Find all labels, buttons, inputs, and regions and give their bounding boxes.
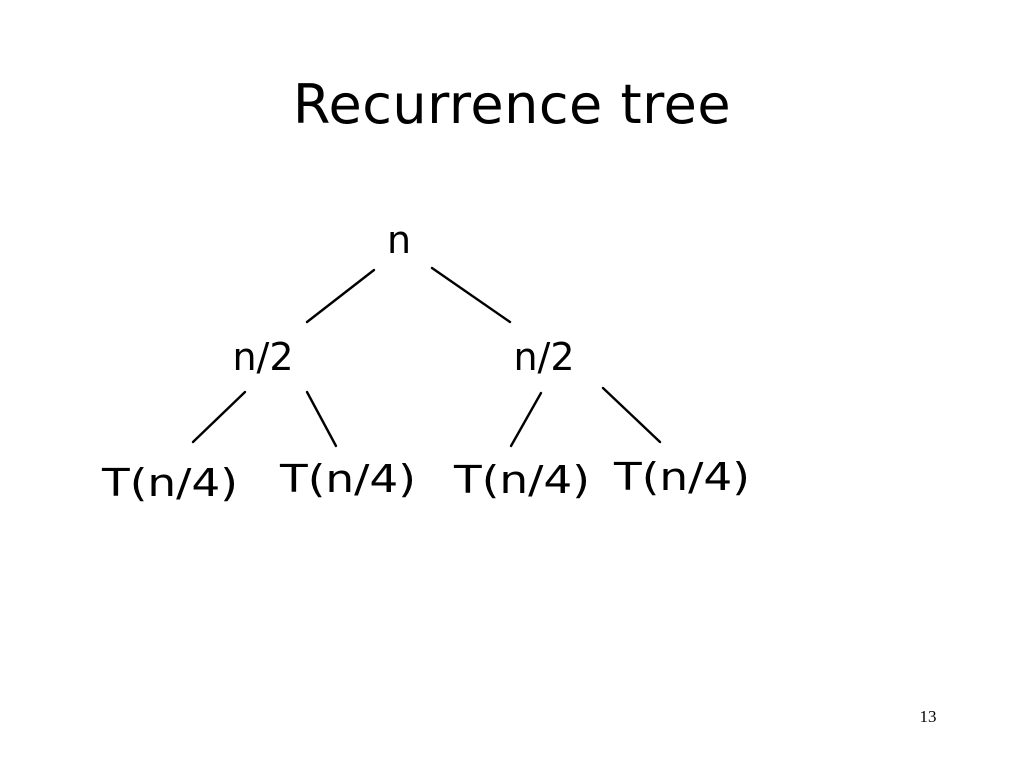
tree-leaf-3: T(n/4) [453, 458, 590, 502]
edge-root-to-left-child [305, 268, 376, 324]
edge-root-to-right-child [430, 266, 512, 324]
tree-leaf-1: T(n/4) [101, 461, 238, 505]
edge-left-child-to-leaf-2 [305, 390, 338, 448]
tree-leaf-2: T(n/4) [279, 457, 416, 501]
edge-right-child-to-leaf-4 [601, 386, 662, 444]
tree-root-node: n [387, 218, 411, 262]
edge-left-child-to-leaf-1 [191, 390, 247, 444]
slide-title: Recurrence tree [292, 73, 732, 136]
tree-node-right-half: n/2 [513, 335, 574, 379]
slide-page-number: 13 [919, 707, 937, 726]
tree-leaf-4: T(n/4) [613, 455, 750, 499]
edge-right-child-to-leaf-3 [509, 391, 543, 448]
tree-node-left-half: n/2 [232, 335, 293, 379]
